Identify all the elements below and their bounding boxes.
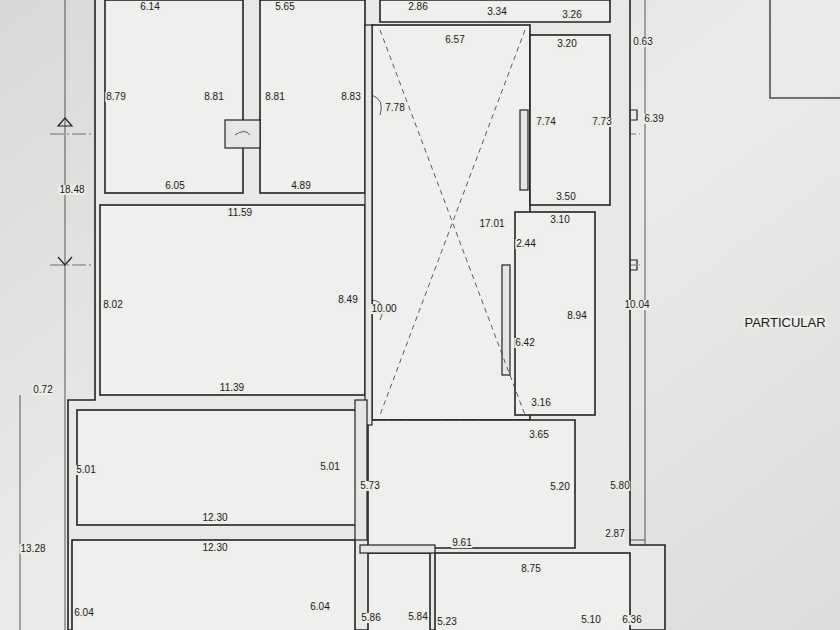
- dimension-label: 3.50: [555, 192, 576, 202]
- dimension-label: 5.10: [580, 615, 601, 625]
- dimension-label: 17.01: [478, 219, 505, 229]
- dimension-label: 8.94: [566, 311, 587, 321]
- dimension-label: 7.73: [591, 117, 612, 127]
- dimension-label: 6.04: [309, 602, 330, 612]
- dimension-label: 5.86: [360, 613, 381, 623]
- dimension-label: 3.26: [561, 10, 582, 20]
- dimension-label: 8.79: [105, 92, 126, 102]
- dimension-label: 3.65: [528, 430, 549, 440]
- dimension-label: 3.34: [486, 7, 507, 17]
- dimension-label: 6.04: [73, 608, 94, 618]
- dimension-label: 5.84: [407, 612, 428, 622]
- dimension-label: 5.73: [359, 481, 380, 491]
- dimension-label: 10.00: [370, 304, 397, 314]
- dimension-label: 12.30: [201, 513, 228, 523]
- dimension-label: 11.39: [219, 383, 245, 393]
- dimension-label: 5.23: [436, 617, 457, 627]
- dimension-label: 18.48: [58, 185, 85, 195]
- dimension-label: 8.49: [337, 295, 358, 305]
- dimension-label: 8.81: [264, 92, 285, 102]
- neighbor-label: PARTICULAR: [743, 316, 826, 329]
- dimension-label: 13.28: [19, 544, 46, 554]
- dimension-label: 8.83: [340, 92, 361, 102]
- dimension-label: 3.16: [530, 398, 551, 408]
- dimension-label: 2.44: [515, 239, 536, 249]
- dimension-label: 3.20: [556, 39, 577, 49]
- dimension-label: 5.01: [319, 462, 340, 472]
- dimension-label: 6.57: [444, 35, 465, 45]
- dimension-label: 0.63: [632, 37, 653, 47]
- dimension-label: 7.78: [384, 103, 405, 113]
- dimension-label: 9.61: [451, 538, 472, 548]
- dimension-label: 2.87: [604, 529, 625, 539]
- dimension-label: 8.75: [520, 564, 541, 574]
- dimension-label: 8.81: [203, 92, 224, 102]
- dimension-label: 6.05: [164, 181, 185, 191]
- dimension-label: 5.20: [549, 482, 570, 492]
- dimension-label: 10.04: [623, 300, 650, 310]
- dimension-label: 5.80: [609, 481, 630, 491]
- dimension-label: 6.36: [621, 615, 642, 625]
- dimension-label: 5.01: [75, 465, 96, 475]
- dimension-label: 3.10: [549, 215, 570, 225]
- dimension-label: 8.02: [102, 300, 123, 310]
- dimension-label: 7.74: [535, 117, 556, 127]
- dimension-label: 5.65: [274, 2, 295, 12]
- dimension-label: 0.72: [32, 385, 53, 395]
- dimension-label: 6.39: [643, 114, 664, 124]
- dimension-label: 11.59: [227, 208, 253, 218]
- dimension-label: 6.42: [514, 338, 535, 348]
- dimension-label: 12.30: [201, 543, 228, 553]
- dimension-label: 2.86: [407, 2, 428, 12]
- dimension-label: 4.89: [290, 181, 311, 191]
- dimension-label: 6.14: [139, 2, 160, 12]
